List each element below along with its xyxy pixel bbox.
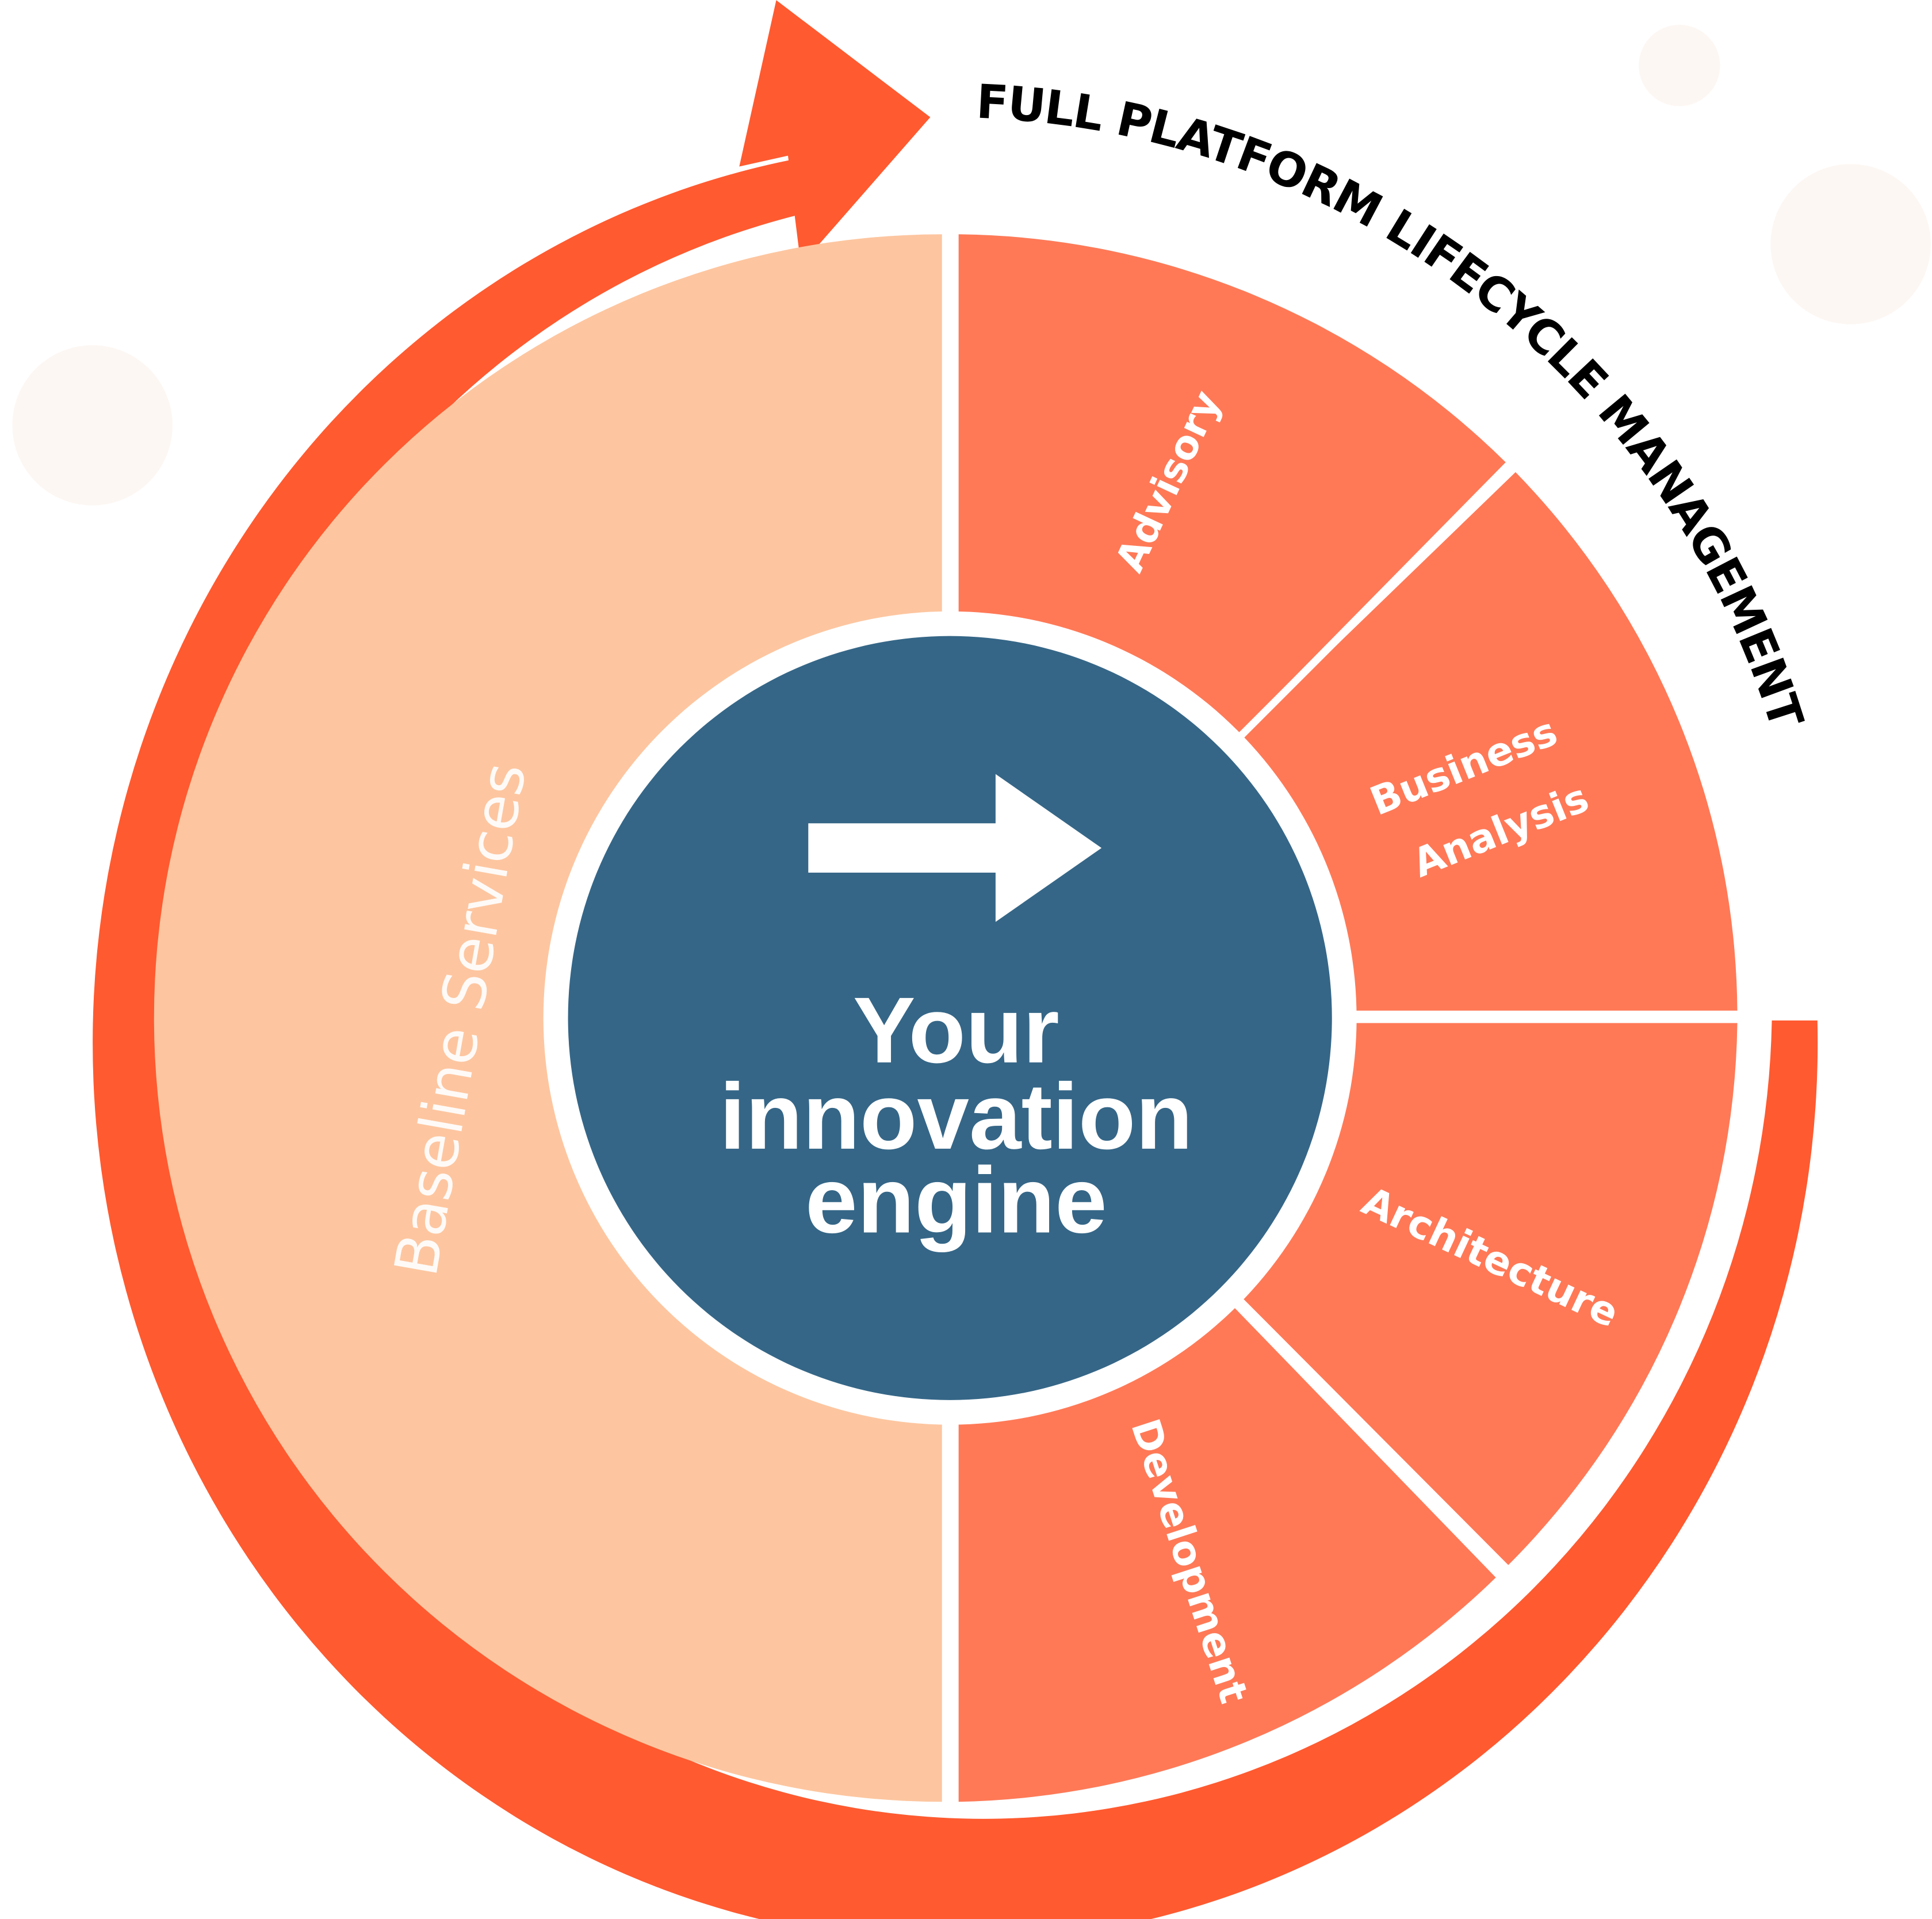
center-line-2: innovation bbox=[720, 1065, 1193, 1169]
center-line-3: engine bbox=[805, 1149, 1107, 1253]
decorative-bubble bbox=[12, 345, 173, 506]
innovation-engine-circle[interactable] bbox=[568, 636, 1332, 1400]
right-arrow-icon bbox=[808, 774, 1102, 922]
decorative-bubble bbox=[1639, 25, 1720, 106]
decorative-bubble bbox=[1770, 164, 1931, 324]
center-line-1: Your bbox=[853, 978, 1059, 1083]
outer-arrow-head bbox=[739, 0, 931, 265]
